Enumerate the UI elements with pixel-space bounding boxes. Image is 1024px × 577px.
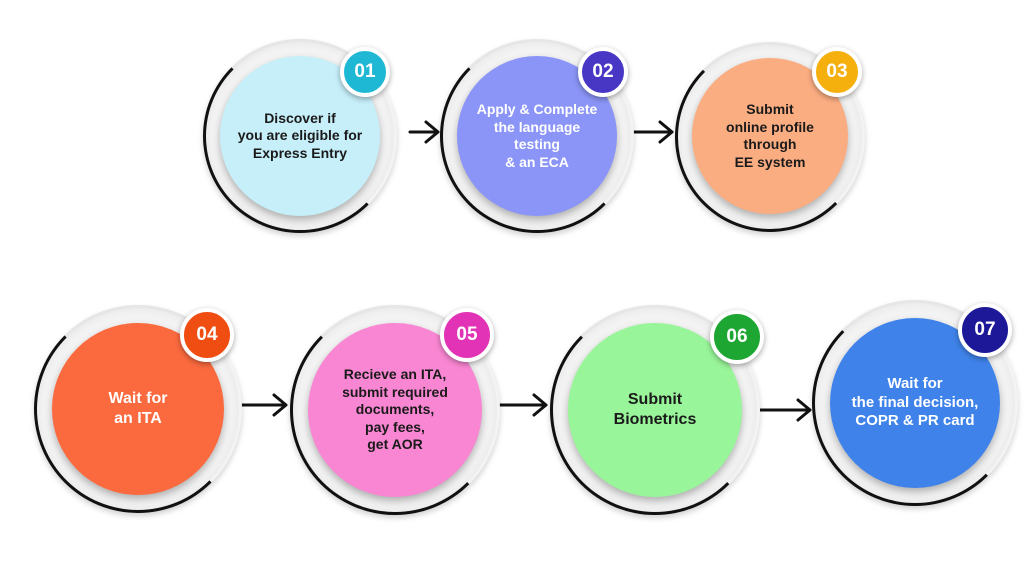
step-07-number: 07: [974, 319, 996, 340]
step-02-text: Apply & Complete the language testing & …: [476, 101, 598, 170]
step-07-text: Wait for the final decision, COPR & PR c…: [851, 374, 979, 430]
step-05-badge: 05: [440, 308, 494, 362]
step-05-text: Recieve an ITA, submit required document…: [342, 366, 448, 453]
arrow-02-03: [630, 120, 674, 144]
arrow-06-07: [756, 398, 812, 422]
arrow-01-02: [408, 120, 440, 144]
step-03-number: 03: [826, 61, 848, 82]
step-06-text: Submit Biometrics: [613, 391, 697, 428]
step-04-number: 04: [196, 324, 218, 345]
arrow-04-05: [236, 393, 288, 417]
step-06-badge: 06: [710, 310, 764, 364]
step-04-text: Wait for an ITA: [108, 390, 168, 427]
step-06-number: 06: [726, 326, 748, 347]
step-02-number: 02: [592, 61, 614, 82]
step-01-text: Discover if you are eligible for Express…: [237, 109, 363, 161]
step-05-disc: Recieve an ITA, submit required document…: [308, 323, 482, 497]
step-01-number: 01: [354, 61, 376, 82]
step-06-disc: Submit Biometrics: [568, 323, 742, 497]
step-05-number: 05: [456, 324, 478, 345]
arrow-05-06: [496, 393, 548, 417]
step-03-text: Submit online profile through EE system: [726, 101, 814, 170]
step-03-badge: 03: [812, 47, 862, 97]
step-07-badge: 07: [958, 303, 1012, 357]
step-02-badge: 02: [578, 47, 628, 97]
step-01-badge: 01: [340, 47, 390, 97]
step-04-badge: 04: [180, 308, 234, 362]
